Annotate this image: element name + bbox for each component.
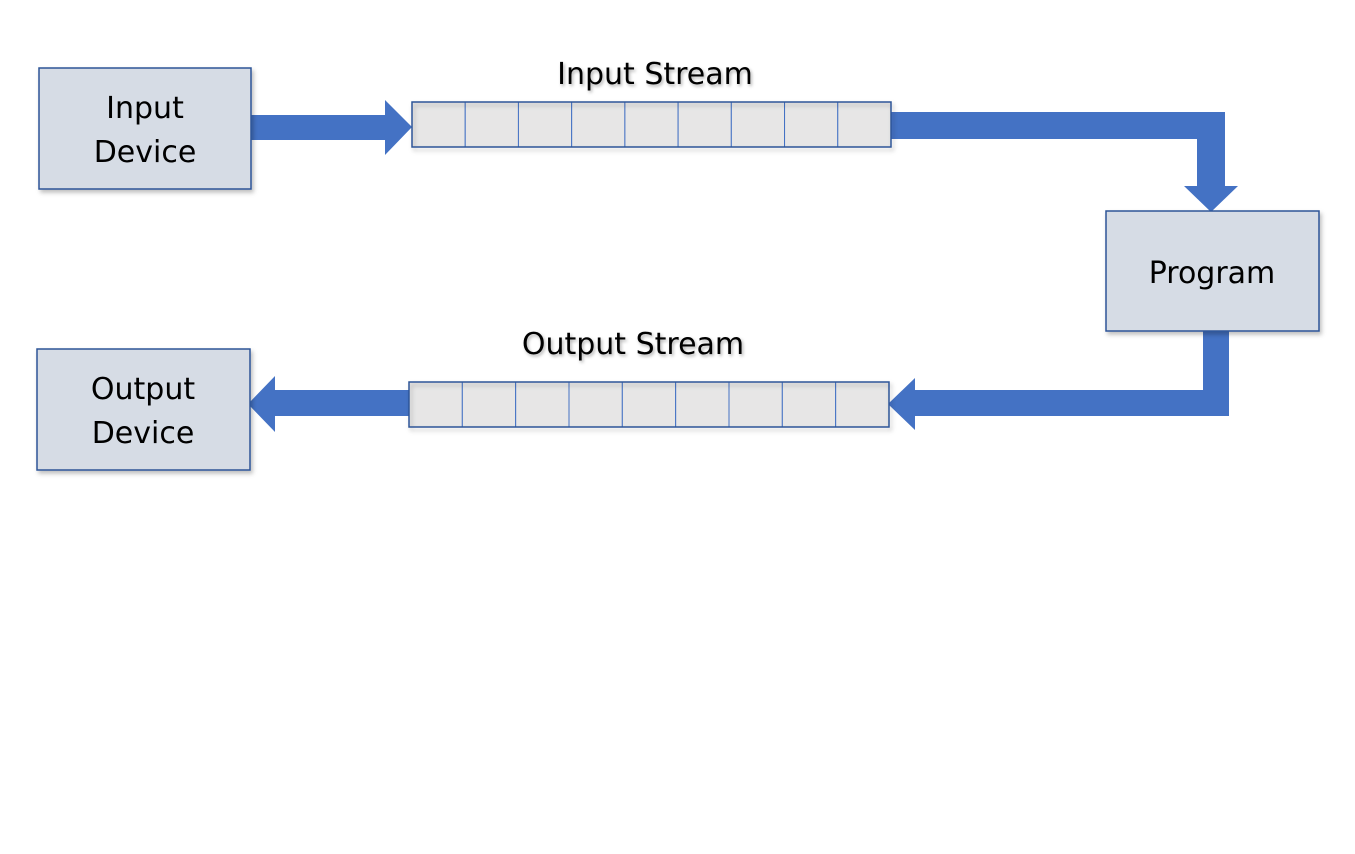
program-box bbox=[1105, 210, 1320, 332]
output-stream-cell bbox=[621, 381, 677, 428]
output-stream-frame bbox=[408, 381, 890, 428]
input-stream-label: Input Stream bbox=[557, 57, 753, 92]
arrow-output-stream-to-device bbox=[248, 376, 410, 432]
input-device-label-line2: Device bbox=[94, 135, 197, 170]
output-stream: Output Stream bbox=[408, 327, 890, 428]
input-stream-cell bbox=[411, 101, 466, 148]
arrow-input-stream-to-program bbox=[890, 112, 1238, 212]
input-stream-cell bbox=[517, 101, 573, 148]
input-device-box bbox=[38, 67, 252, 190]
input-stream-buffer bbox=[411, 101, 892, 148]
arrow-program-to-output-stream bbox=[888, 330, 1229, 430]
input-stream-cell bbox=[571, 101, 626, 148]
input-stream-cell bbox=[677, 101, 732, 148]
output-stream-buffer bbox=[408, 381, 890, 428]
input-stream-cell bbox=[464, 101, 519, 148]
output-device-label-line2: Device bbox=[92, 416, 195, 451]
input-device-label-line1: Input bbox=[106, 91, 184, 126]
output-device-label-line1: Output bbox=[91, 372, 195, 407]
output-stream-cell bbox=[728, 381, 783, 428]
output-stream-cell bbox=[835, 381, 890, 428]
output-stream-cell bbox=[461, 381, 517, 428]
input-stream-cell bbox=[730, 101, 786, 148]
output-stream-label: Output Stream bbox=[522, 327, 744, 362]
output-device-box bbox=[36, 348, 251, 471]
input-device-node: Input Device bbox=[38, 67, 252, 190]
input-stream-cell bbox=[837, 101, 892, 148]
program-label: Program bbox=[1149, 256, 1276, 291]
arrow-input-device-to-stream bbox=[250, 100, 412, 155]
input-stream-frame bbox=[411, 101, 892, 148]
input-stream: Input Stream bbox=[411, 57, 892, 148]
program-node: Program bbox=[1105, 210, 1320, 332]
input-stream-cell bbox=[624, 101, 679, 148]
output-stream-cell bbox=[515, 381, 570, 428]
output-stream-cell bbox=[781, 381, 837, 428]
output-device-node: Output Device bbox=[36, 348, 251, 471]
output-stream-cell bbox=[675, 381, 730, 428]
input-stream-cell bbox=[784, 101, 839, 148]
output-stream-cell bbox=[408, 381, 463, 428]
output-stream-cell bbox=[568, 381, 623, 428]
